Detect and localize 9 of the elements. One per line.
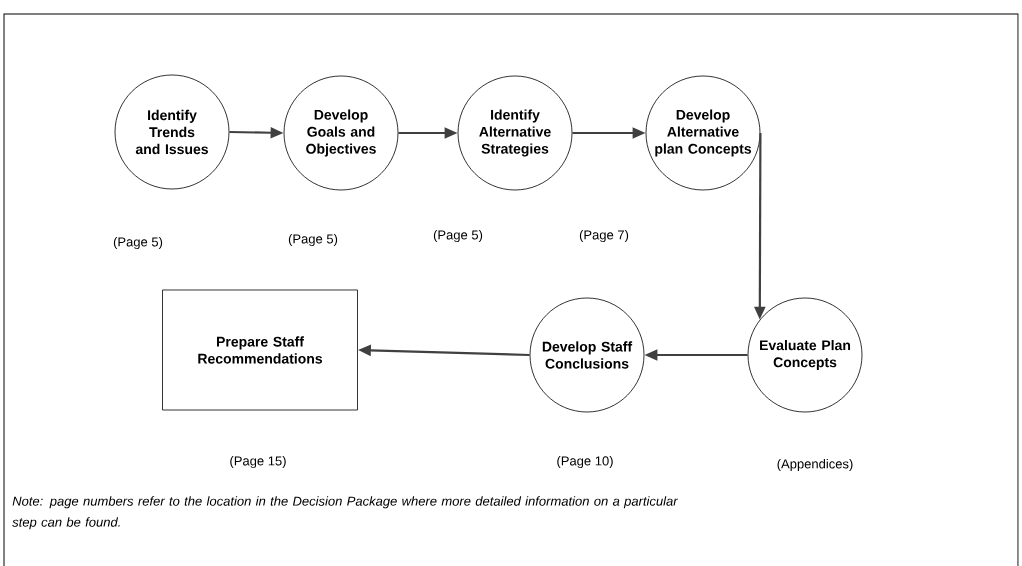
page-reference: (Page 10) [557, 455, 613, 469]
process-box: Prepare Staff Recommendations [162, 289, 358, 411]
page-reference: (Page 7) [579, 229, 629, 243]
page-reference: (Page 5) [113, 236, 163, 250]
page-reference: (Page 15) [230, 455, 286, 469]
note: Note: page numbers refer to the location in the Decision Package where more detailed information on a particular step can be found. [12, 496, 679, 530]
page-reference: (Page 5) [433, 229, 483, 243]
page-reference: (Appendices) [777, 458, 853, 472]
page-reference: (Page 5) [288, 233, 338, 247]
